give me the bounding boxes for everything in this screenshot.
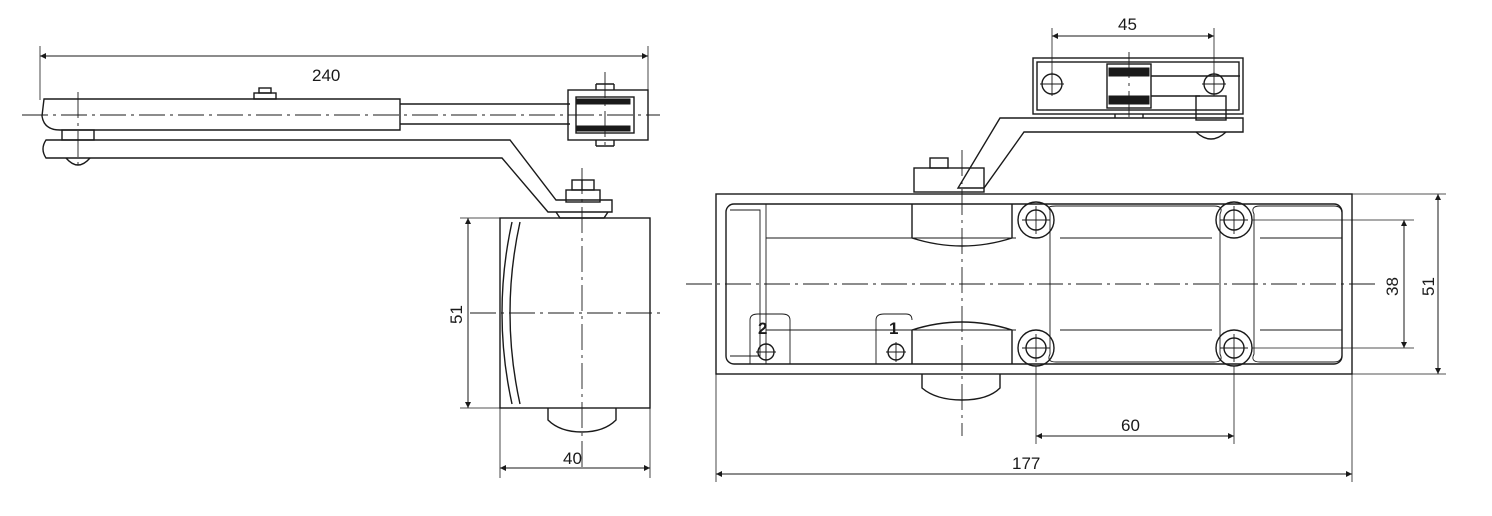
- dimension-label-177: 177: [1012, 454, 1040, 473]
- dimension-label-51-right: 51: [1419, 277, 1438, 296]
- closer-body-front-view: [686, 150, 1380, 436]
- dimension-label-40: 40: [563, 449, 582, 468]
- dimension-label-38: 38: [1383, 277, 1402, 296]
- arm-side-view: [22, 72, 660, 470]
- dimension-side-height: [460, 217, 520, 409]
- dimension-label-240: 240: [312, 66, 340, 85]
- dimension-body-length: [715, 374, 1353, 482]
- dimension-arm-length: [39, 46, 649, 100]
- dimension-bracket-width: [1051, 28, 1215, 74]
- mounting-bracket: [913, 52, 1244, 193]
- closer-end-view: [470, 217, 665, 433]
- dimension-hole-vertical-spacing: [1252, 219, 1414, 349]
- valve-label-1: 1: [889, 319, 898, 338]
- dimension-body-height: [1352, 193, 1446, 375]
- dimension-label-51-left: 51: [447, 305, 466, 324]
- dimension-label-60: 60: [1121, 416, 1140, 435]
- valve-label-2: 2: [758, 319, 767, 338]
- dimension-label-45: 45: [1118, 15, 1137, 34]
- dimension-hole-spacing: [1035, 366, 1235, 444]
- dimension-side-depth: [499, 408, 651, 478]
